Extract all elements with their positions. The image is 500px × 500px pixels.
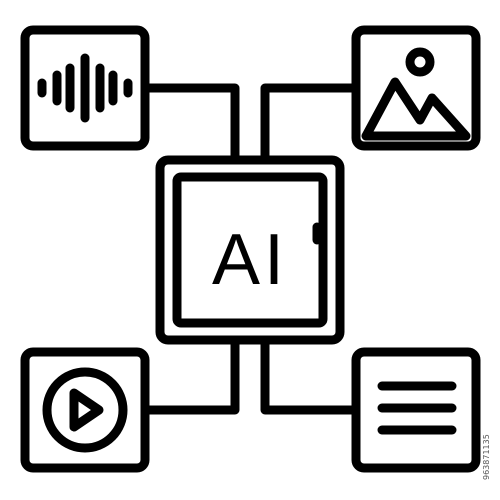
chip-outer-frame: [155, 155, 345, 345]
play-circle: [42, 367, 128, 453]
play-triangle: [69, 388, 104, 432]
sound-wave-icon: [20, 25, 150, 151]
text-document-icon: [351, 347, 481, 473]
ai-label: AI: [212, 220, 288, 300]
image-icon: [351, 25, 481, 151]
mountain-shape: [361, 77, 471, 141]
stock-id-text: 963871135: [482, 434, 491, 480]
sun-circle: [405, 47, 435, 77]
connector-lines: [140, 83, 361, 415]
chip-inner-frame: [172, 172, 328, 328]
ai-chip: [155, 155, 345, 345]
play-video-icon: [20, 347, 150, 473]
